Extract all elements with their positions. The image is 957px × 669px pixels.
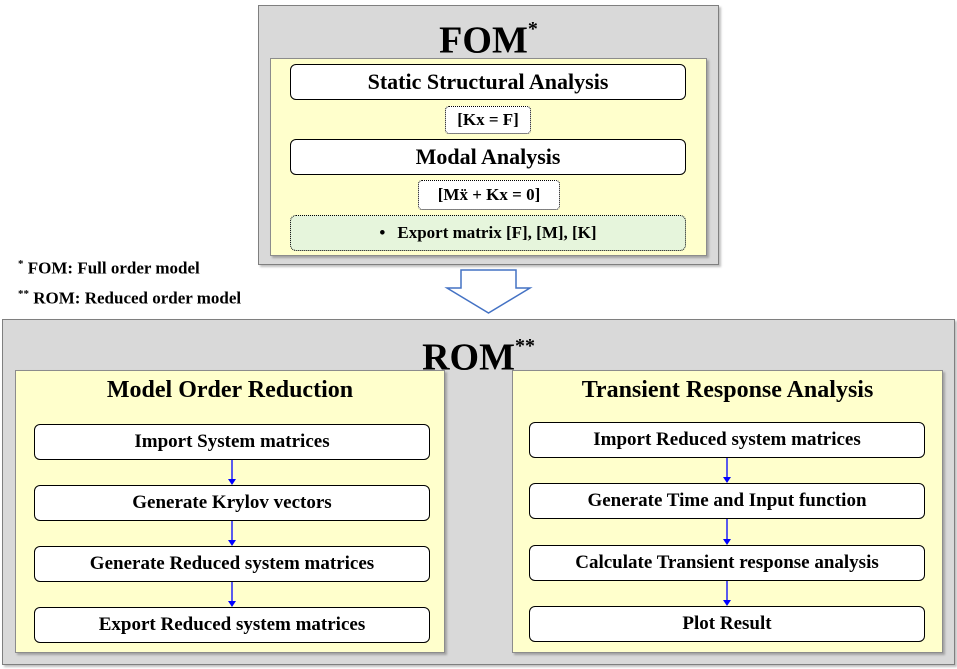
model-order-reduction-title: Model Order Reduction <box>106 377 354 403</box>
export-matrix-label: Export matrix [F], [M], [K] <box>397 223 597 242</box>
tra-step-calculate-transient-response-analysis: Calculate Transient response analysis <box>529 545 925 581</box>
footnote-rom-mark: ** <box>18 288 29 300</box>
footnote-rom: ** ROM: Reduced order model <box>18 288 241 309</box>
rom-title-mark: ** <box>514 335 535 357</box>
footnote-fom-text: FOM: Full order model <box>27 258 200 278</box>
static-structural-analysis-label: Static Structural Analysis <box>367 69 609 94</box>
modal-equation-box: [Mẍ + Kx = 0] <box>418 180 560 210</box>
footnote-fom: * FOM: Full order model <box>18 258 200 279</box>
tra-step-generate-time-and-input-function: Generate Time and Input function <box>529 483 925 519</box>
mor-step-generate-krylov-vectors: Generate Krylov vectors <box>34 485 430 521</box>
fom-title: FOM* <box>258 10 719 62</box>
fom-title-text: FOM <box>439 19 528 62</box>
footnote-fom-mark: * <box>18 258 24 270</box>
mor-step-generate-reduced-system-matrices: Generate Reduced system matrices <box>34 546 430 582</box>
static-equation-text: [Kx = F] <box>457 110 519 129</box>
tra-step-plot-result: Plot Result <box>529 606 925 642</box>
static-equation-box: [Kx = F] <box>445 106 531 134</box>
rom-title: ROM** <box>2 327 955 379</box>
mor-step-export-reduced-system-matrices: Export Reduced system matrices <box>34 607 430 643</box>
export-matrix-box: • Export matrix [F], [M], [K] <box>290 215 686 251</box>
mor-step-import-system-matrices: Import System matrices <box>34 424 430 460</box>
modal-analysis-label: Modal Analysis <box>415 144 561 169</box>
export-bullet: • <box>379 223 386 242</box>
fom-to-rom-arrow-shape <box>444 269 533 314</box>
modal-equation-text: [Mẍ + Kx = 0] <box>437 185 541 204</box>
tra-step-import-reduced-system-matrices: Import Reduced system matrices <box>529 422 925 458</box>
static-structural-analysis-box: Static Structural Analysis <box>290 64 686 100</box>
footnote-rom-text: ROM: Reduced order model <box>33 288 242 308</box>
modal-analysis-box: Modal Analysis <box>290 139 686 175</box>
transient-response-analysis-title: Transient Response Analysis <box>581 377 874 403</box>
fom-title-mark: * <box>527 18 538 40</box>
